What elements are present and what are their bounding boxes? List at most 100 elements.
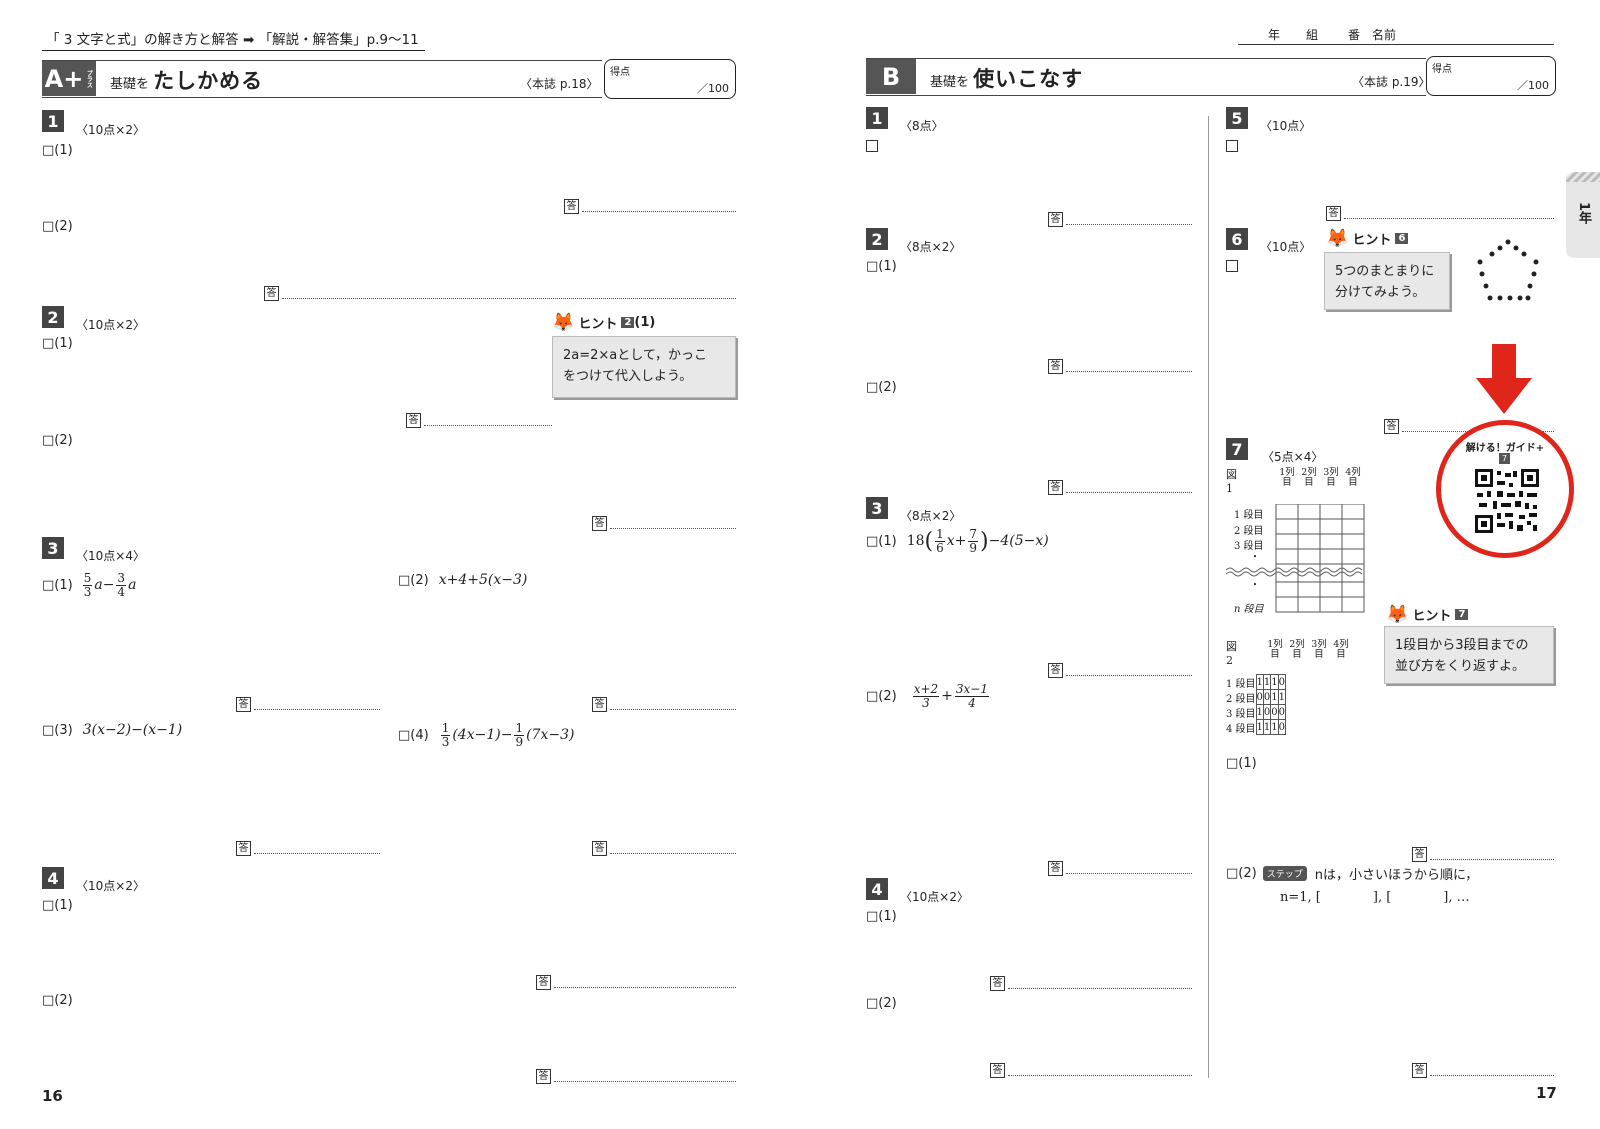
- answer-line[interactable]: 答: [536, 1066, 736, 1084]
- question-points: 〈10点〉: [1260, 119, 1312, 133]
- question-number: 2: [42, 306, 64, 328]
- question-number: 7: [1226, 438, 1248, 460]
- answer-line[interactable]: 答: [1412, 1060, 1554, 1078]
- step-badge: ステップ: [1262, 866, 1307, 881]
- answer-line[interactable]: 答: [536, 972, 736, 990]
- hint-box: 2a=2×aとして，かっこ をつけて代入しよう。: [552, 336, 736, 398]
- score-max: ／100: [1517, 79, 1549, 92]
- question-points: 〈5点×4〉: [1262, 450, 1324, 464]
- hint-box: 5つのまとまりに 分けてみよう。: [1324, 252, 1450, 310]
- answer-line[interactable]: 答: [1048, 660, 1192, 678]
- answer-line[interactable]: 答: [592, 838, 736, 856]
- sub-question[interactable]: □(1): [1226, 756, 1257, 771]
- question-number: 4: [866, 878, 888, 900]
- book-reference: 〈本誌 p.18〉: [520, 77, 599, 91]
- question-number: 5: [1226, 107, 1248, 129]
- sub-question[interactable]: □(1): [42, 898, 73, 913]
- question-number: 2: [866, 228, 888, 250]
- sub-question-3[interactable]: □(3) 3(x−2)−(x−1): [42, 722, 183, 738]
- sub-question[interactable]: □(1): [866, 909, 897, 924]
- section-title: 基礎を たしかめる: [110, 69, 264, 93]
- answer-line[interactable]: 答: [1048, 356, 1192, 374]
- sub-question[interactable]: □(2): [42, 433, 73, 448]
- question-points: 〈10点〉: [1260, 240, 1312, 254]
- student-info: 年 組 番 名前: [1238, 26, 1554, 45]
- page-number: 17: [1536, 1084, 1557, 1102]
- question-points: 〈8点×2〉: [900, 509, 962, 523]
- sub-question-2[interactable]: □(2) x+4+5(x−3): [398, 572, 528, 588]
- score-label: 得点: [610, 67, 630, 78]
- score-label: 得点: [1432, 64, 1452, 75]
- b-badge: B: [866, 59, 916, 94]
- aplus-badge: A+プラス: [42, 61, 96, 96]
- score-max: ／100: [697, 82, 729, 95]
- question-points: 〈10点×2〉: [76, 123, 145, 137]
- question-points: 〈10点×2〉: [900, 890, 969, 904]
- answer-checkbox[interactable]: [1226, 140, 1240, 152]
- sub-question[interactable]: □(2): [42, 993, 73, 1008]
- sub-question[interactable]: □(2): [866, 996, 897, 1011]
- question-number: 4: [42, 867, 64, 889]
- answer-line[interactable]: 答: [990, 1060, 1192, 1078]
- answer-line[interactable]: 答: [1412, 844, 1554, 862]
- answer-line[interactable]: 答: [990, 973, 1192, 991]
- sub-question[interactable]: □(2) ステップ nは，小さいほうから順に，: [1226, 866, 1479, 883]
- red-arrow-icon: [1476, 344, 1532, 414]
- section-title: 基礎を 使いこなす: [930, 67, 1084, 91]
- question-points: 〈10点×4〉: [76, 549, 145, 563]
- answer-line[interactable]: 答: [592, 513, 736, 531]
- book-reference: 〈本誌 p.19〉: [1352, 75, 1431, 89]
- sequence-line[interactable]: n=1, [ ], [ ], …: [1280, 890, 1470, 905]
- qr-title: 解ける！ガイド+: [1465, 443, 1545, 454]
- fox-icon: 🦊: [552, 312, 575, 333]
- question-points: 〈10点×2〉: [76, 318, 145, 332]
- expression: 3(x−2)−(x−1): [82, 722, 183, 738]
- question-points: 〈8点〉: [900, 119, 944, 133]
- sub-question[interactable]: □(2): [42, 219, 73, 234]
- fox-icon: 🦊: [1386, 604, 1409, 625]
- section-header-aplus: A+プラス 基礎を たしかめる 〈本誌 p.18〉: [42, 60, 602, 98]
- answer-line[interactable]: 答: [236, 838, 380, 856]
- sub-question[interactable]: □(2): [866, 380, 897, 395]
- sub-question[interactable]: □(1): [42, 143, 73, 158]
- qr-code-icon: [1475, 469, 1539, 533]
- dot-pentagon-figure: [1477, 239, 1539, 301]
- answer-line[interactable]: 答: [1048, 477, 1192, 495]
- question-number: 3: [42, 537, 64, 559]
- grade-side-tab[interactable]: 1年: [1566, 172, 1600, 258]
- expression: x+4+5(x−3): [438, 572, 528, 588]
- sub-question[interactable]: □(1): [42, 336, 73, 351]
- qr-code-circle[interactable]: 解ける！ガイド+ 7: [1436, 420, 1574, 558]
- answer-checkbox[interactable]: [866, 140, 880, 152]
- answer-line[interactable]: 答: [406, 410, 552, 428]
- qr-num: 7: [1499, 453, 1510, 464]
- answer-line[interactable]: 答: [1048, 858, 1192, 876]
- side-tab-label: 1年: [1576, 202, 1591, 225]
- answer-line[interactable]: 答: [1048, 209, 1192, 227]
- answer-checkbox[interactable]: [1226, 260, 1240, 272]
- sub-question[interactable]: □(1): [866, 259, 897, 274]
- answer-line[interactable]: 答: [236, 694, 380, 712]
- question-points: 〈10点×2〉: [76, 879, 145, 893]
- question-points: 〈8点×2〉: [900, 240, 962, 254]
- score-box[interactable]: 得点 ／100: [604, 59, 736, 99]
- answer-line[interactable]: 答: [592, 694, 736, 712]
- question-number: 6: [1226, 228, 1248, 250]
- answer-line[interactable]: 答: [264, 283, 736, 301]
- top-reference: 「 3 文字と式」の解き方と解答 ➡ 「解説・解答集」p.9〜11: [42, 28, 425, 51]
- hint-box: 1段目から3段目までの 並び方をくり返すよ。: [1384, 626, 1554, 684]
- question-number: 3: [866, 497, 888, 519]
- score-box[interactable]: 得点 ／100: [1426, 56, 1556, 96]
- answer-line[interactable]: 答: [1326, 203, 1554, 221]
- answer-line[interactable]: 答: [564, 196, 736, 214]
